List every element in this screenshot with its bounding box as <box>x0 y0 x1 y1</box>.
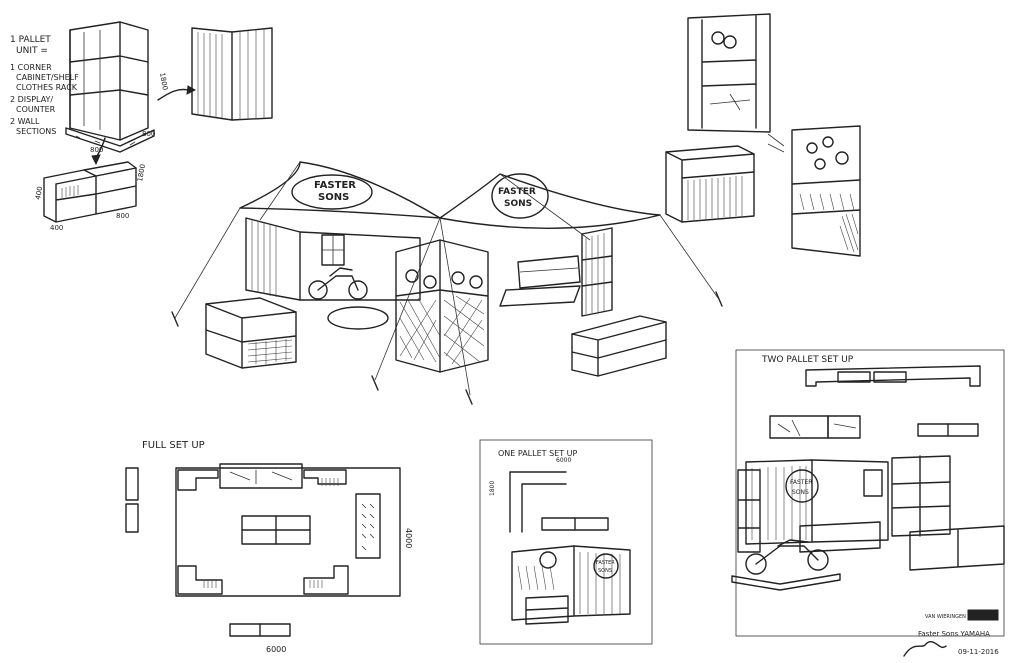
canopy-logo-left <box>291 174 373 210</box>
dim-800: 800 <box>90 146 103 154</box>
yamaha-logo <box>967 609 999 621</box>
arrow-head-icon <box>91 154 101 166</box>
rug-right <box>499 285 581 307</box>
display-counter-detail <box>665 145 755 223</box>
dim-1800: 1800 <box>158 72 169 91</box>
note-line-3: 1 CORNER <box>10 63 52 72</box>
one-pallet-dim-6000: 6000 <box>556 457 571 464</box>
note-line-1: 1 PALLET <box>10 35 51 45</box>
one-pallet-dim-1800: 1800 <box>489 481 496 496</box>
two-pallet-logo-top: FASTER <box>790 479 812 486</box>
arrow-to-wall <box>157 88 189 101</box>
one-pallet-logo-bottom: SONS <box>598 568 612 574</box>
canopy-logo-bottom-right: SONS <box>504 199 532 209</box>
full-tent-perspective: FASTER SONS FASTER SONS <box>171 161 723 405</box>
full-setup-plan: FULL SET UP 4000 6000 <box>125 440 413 654</box>
full-setup-title: FULL SET UP <box>142 440 205 451</box>
date-text: 09-11-2016 <box>958 648 999 656</box>
dim-400-counter: 400 <box>50 224 63 232</box>
two-pallet-title: TWO PALLET SET UP <box>761 355 854 365</box>
two-pallet-logo-bottom: SONS <box>792 489 809 496</box>
wall-sections-drawing <box>191 27 273 121</box>
clothes-rack-detail <box>767 125 861 257</box>
arrow-head-icon <box>186 85 197 95</box>
pallet-unit-notes: 1 PALLET UNIT = 1 CORNER CABINET/SHELF C… <box>10 35 79 136</box>
note-line-9: SECTIONS <box>16 127 56 136</box>
signature-scribble <box>903 641 947 657</box>
motorcycle-icon <box>308 267 368 300</box>
note-line-4: CABINET/SHELF <box>16 73 79 82</box>
one-pallet-setup: ONE PALLET SET UP 6000 1800 FASTER SONS <box>479 439 653 645</box>
sofa-drawing <box>517 255 581 289</box>
one-pallet-title: ONE PALLET SET UP <box>498 449 577 458</box>
counter-units-drawing: 400 800 1800 400 <box>34 161 147 232</box>
canopy-logo-top-right: FASTER <box>498 187 536 197</box>
canopy-logo-right <box>491 173 549 219</box>
two-pallet-logo <box>785 469 819 503</box>
dim-800-counter: 800 <box>116 212 129 220</box>
note-line-7: COUNTER <box>16 105 56 114</box>
dim-800-side: 800 <box>142 130 155 138</box>
canopy-logo-bottom: SONS <box>318 192 349 203</box>
plan-dim-6000: 6000 <box>266 645 286 654</box>
note-line-5: CLOTHES RACK <box>16 83 78 92</box>
signature-line: Faster Sons YAMAHA <box>918 630 990 638</box>
sponsor-text: VAN WIERINGEN & <box>925 614 971 620</box>
canopy-logo-top: FASTER <box>314 180 356 191</box>
rug-round <box>327 306 389 330</box>
plan-dim-4000: 4000 <box>404 528 413 548</box>
bike-icon <box>745 539 829 575</box>
note-line-8: 2 WALL <box>10 117 40 126</box>
two-pallet-setup: TWO PALLET SET UP FASTER SONS VAN WIERIN… <box>731 349 1005 657</box>
shelf-unit-detail <box>687 13 771 133</box>
one-pallet-logo-top: FASTER <box>596 560 615 566</box>
pallet-cabinet-drawing: 1800 800 800 <box>65 21 169 154</box>
dim-1800-counter: 1800 <box>136 163 147 182</box>
note-line-6: 2 DISPLAY/ <box>10 95 53 104</box>
dim-400: 400 <box>34 186 44 201</box>
note-line-2: UNIT = <box>16 46 48 56</box>
plan-outline <box>175 467 401 597</box>
